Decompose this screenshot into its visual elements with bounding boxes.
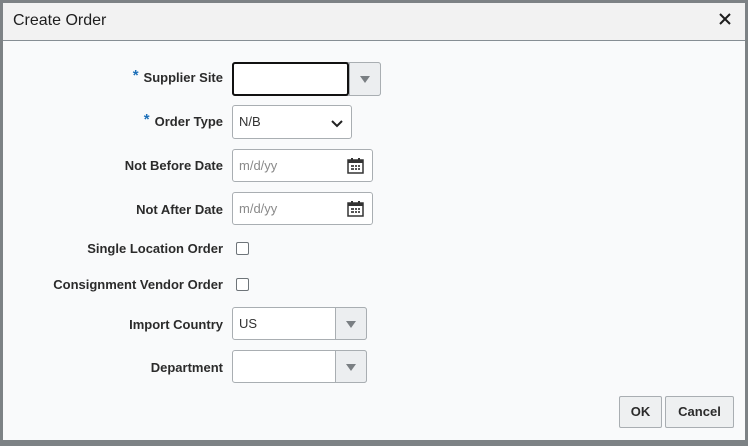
import-country-dropdown-button[interactable] <box>335 307 367 340</box>
supplier-site-combobox[interactable] <box>232 62 381 96</box>
supplier-site-dropdown-button[interactable] <box>349 62 381 96</box>
calendar-icon[interactable] <box>347 157 364 177</box>
department-combobox[interactable] <box>232 350 367 383</box>
chevron-down-icon <box>331 116 343 131</box>
department-label: Department <box>150 360 223 375</box>
required-marker: * <box>143 111 150 128</box>
dialog-titlebar: Create Order <box>3 3 745 41</box>
required-marker: * <box>132 67 139 84</box>
not-before-date-input[interactable]: m/d/yy <box>232 149 373 182</box>
not-before-date-label: Not Before Date <box>124 158 223 173</box>
consignment-vendor-order-label: Consignment Vendor Order <box>53 277 223 292</box>
calendar-icon[interactable] <box>347 200 364 220</box>
dropdown-arrow-icon <box>360 76 370 83</box>
dialog-title: Create Order <box>13 12 107 29</box>
import-country-label: Import Country <box>129 317 223 332</box>
order-type-label: *Order Type <box>143 111 223 129</box>
dropdown-arrow-icon <box>346 321 356 328</box>
ok-button[interactable]: OK <box>619 396 662 428</box>
single-location-order-label: Single Location Order <box>87 241 223 256</box>
import-country-input[interactable]: US <box>239 316 258 331</box>
single-location-order-checkbox[interactable] <box>236 242 249 255</box>
not-after-date-input[interactable]: m/d/yy <box>232 192 373 225</box>
close-icon[interactable] <box>717 11 733 27</box>
dropdown-arrow-icon <box>346 364 356 371</box>
department-dropdown-button[interactable] <box>335 350 367 383</box>
cancel-button[interactable]: Cancel <box>665 396 734 428</box>
supplier-site-label: *Supplier Site <box>132 67 223 85</box>
not-after-date-label: Not After Date <box>136 202 223 217</box>
consignment-vendor-order-checkbox[interactable] <box>236 278 249 291</box>
create-order-dialog: Create Order *Supplier Site *Order Type … <box>3 3 745 440</box>
import-country-combobox[interactable]: US <box>232 307 367 340</box>
supplier-site-input[interactable] <box>232 62 349 96</box>
order-type-select[interactable]: N/B <box>232 105 352 139</box>
